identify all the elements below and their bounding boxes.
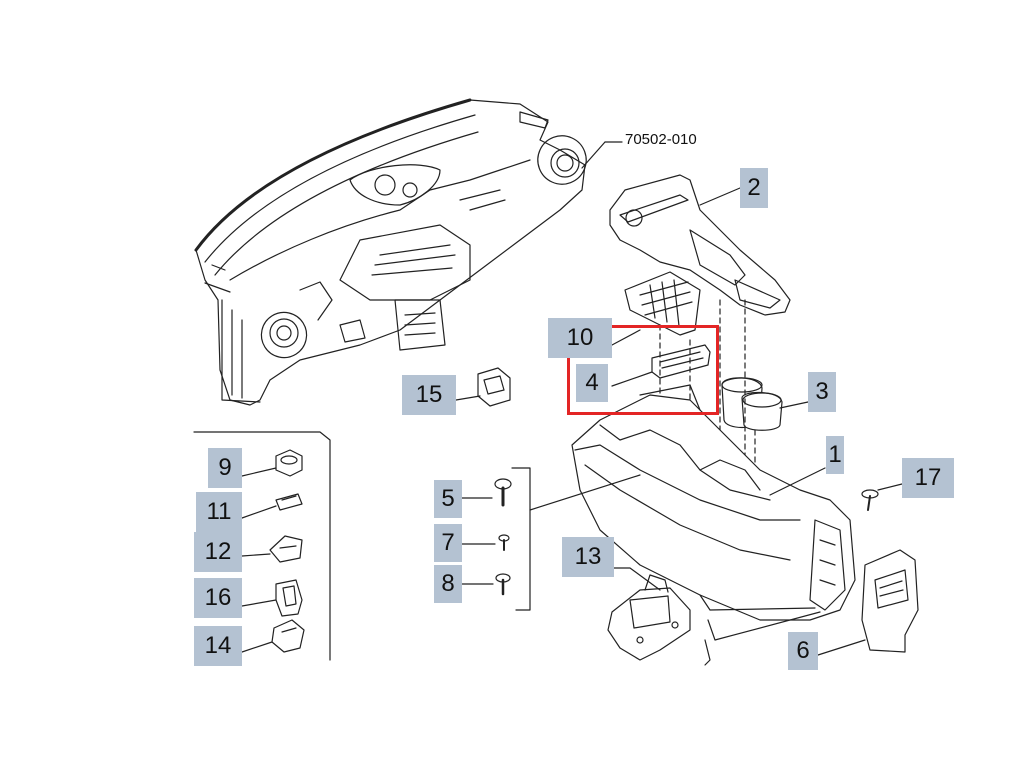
callout-2[interactable]: 2	[740, 168, 768, 208]
leader-16	[241, 599, 277, 607]
clip-16-drawing	[275, 579, 303, 617]
nut-9-drawing	[275, 449, 303, 477]
leader-9	[241, 467, 277, 477]
callout-5[interactable]: 5	[434, 480, 462, 518]
callout-12[interactable]: 12	[194, 532, 242, 572]
leader-3	[779, 401, 809, 409]
leader-10	[611, 329, 641, 346]
callout-16[interactable]: 16	[194, 578, 242, 618]
leader-1	[769, 467, 826, 496]
callout-8[interactable]: 8	[434, 565, 462, 603]
console-leader-lines	[699, 594, 821, 666]
leader-14	[241, 641, 273, 653]
center-console-drawing	[571, 384, 856, 621]
dashboard-drawing	[194, 98, 587, 406]
leader-ref-code	[581, 141, 606, 169]
clip-12-drawing	[269, 535, 303, 563]
leader-6	[817, 639, 866, 656]
screw-7-drawing	[498, 534, 510, 551]
callout-4[interactable]: 4	[576, 364, 608, 402]
screw-17-drawing	[861, 489, 879, 511]
leader-4	[611, 371, 653, 387]
screw-5-drawing	[494, 478, 512, 507]
highlight-box	[567, 325, 719, 415]
callout-3[interactable]: 3	[808, 372, 836, 412]
screw-8-drawing	[495, 573, 511, 596]
leader-12	[241, 553, 271, 557]
bracket-drawing	[624, 271, 701, 336]
leader-2	[699, 187, 741, 206]
callout-14[interactable]: 14	[194, 626, 242, 666]
clip-14-drawing	[271, 619, 305, 653]
callout-10[interactable]: 10	[548, 318, 612, 358]
callout-11[interactable]: 11	[196, 492, 242, 532]
callout-7[interactable]: 7	[434, 524, 462, 562]
side-panel-drawing	[861, 549, 919, 653]
leader-17	[877, 483, 903, 491]
callout-17[interactable]: 17	[902, 458, 954, 498]
reference-code: 70502-010	[625, 131, 697, 148]
fastener-bracket-lines	[511, 467, 641, 611]
callout-6[interactable]: 6	[788, 632, 818, 670]
callout-15[interactable]: 15	[402, 375, 456, 415]
mount-bracket-drawing	[607, 574, 691, 661]
leader-11	[241, 505, 277, 519]
clip-11-drawing	[275, 493, 303, 511]
leader-15	[455, 395, 481, 401]
cup-holder-drawing	[721, 377, 783, 431]
callout-1[interactable]: 1	[826, 436, 844, 474]
clip-15-drawing	[477, 367, 511, 407]
console-top-trim-drawing	[609, 174, 791, 316]
callout-13[interactable]: 13	[562, 537, 614, 577]
callout-9[interactable]: 9	[208, 448, 242, 488]
clip-group-bracket	[193, 431, 331, 661]
